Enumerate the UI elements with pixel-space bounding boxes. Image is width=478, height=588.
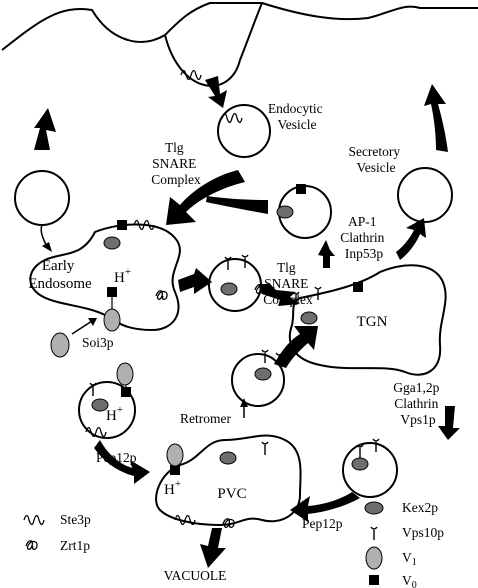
tlg-snare-complex-top-label: Tlg SNARE Complex — [151, 140, 201, 187]
thin-arrows — [40, 224, 245, 418]
recycling-vesicle — [14, 170, 70, 226]
tgn-membrane — [288, 264, 447, 376]
gga-vesicle — [342, 442, 398, 498]
v1-stalks — [111, 297, 176, 468]
legend-ste3p-symbol — [23, 514, 45, 526]
soi3p-label: Soi3p — [82, 335, 114, 350]
ste3p-endocytic-vesicle — [221, 112, 243, 124]
secretory-vesicle — [397, 167, 453, 223]
endocytic-vesicle-label: Endocytic Vesicle — [268, 101, 326, 132]
legend-v0-label: V0 — [402, 573, 417, 588]
v0-markers — [107, 184, 363, 475]
legend-zrt1p-label: Zrt1p — [60, 538, 90, 553]
secretory-vesicle-label: Secretory Vesicle — [348, 144, 403, 175]
v1-markers — [50, 308, 184, 467]
legend-vps10p-symbol — [370, 526, 378, 541]
legend-v1-symbol — [365, 546, 383, 570]
plasma-membrane — [1, 1, 478, 51]
kex2p-markers — [91, 205, 369, 471]
legend: Ste3p Zrt1p Kex2p Vps10p V1 V0 — [23, 500, 444, 588]
pep12p-right-label: Pep12p — [302, 516, 343, 531]
vacuole-label: VACUOLE — [164, 568, 227, 583]
block-arrows — [34, 76, 460, 568]
tlg-snare-complex-mid-label: Tlg SNARE Complex — [263, 260, 313, 307]
early-endosome-h-plus: H+ — [114, 266, 131, 286]
endocytic-vesicle — [217, 104, 271, 158]
legend-zrt1p-symbol — [25, 540, 38, 551]
early-endosome-label: Early Endosome — [28, 258, 92, 292]
tgn-label: TGN — [357, 314, 388, 330]
thin-arrowheads — [42, 242, 248, 407]
legend-kex2p-label: Kex2p — [402, 500, 438, 515]
ap1-clathrin-inp53p-label: AP-1 Clathrin Inp53p — [340, 214, 388, 261]
pvc-label: PVC — [217, 486, 246, 502]
retromer-label: Retromer — [180, 411, 231, 426]
vesicle-h-plus: H+ — [106, 404, 123, 424]
endosome-derived-vesicle — [78, 381, 136, 439]
gga-clathrin-vps1p-label: Gga1,2p Clathrin Vps1p — [393, 380, 443, 427]
legend-kex2p-symbol — [364, 501, 384, 515]
pvc-h-plus: H+ — [164, 478, 181, 498]
pep12p-left-label: Pep12p — [96, 450, 137, 465]
pvc-membrane — [155, 434, 302, 527]
legend-v0-symbol — [369, 575, 379, 585]
endocytic-pit — [164, 2, 263, 87]
early-endosome-membrane — [29, 223, 181, 332]
retromer-vesicle — [231, 353, 285, 407]
legend-ste3p-label: Ste3p — [60, 512, 91, 527]
legend-v1-label: V1 — [402, 550, 417, 568]
legend-vps10p-label: Vps10p — [402, 525, 444, 540]
